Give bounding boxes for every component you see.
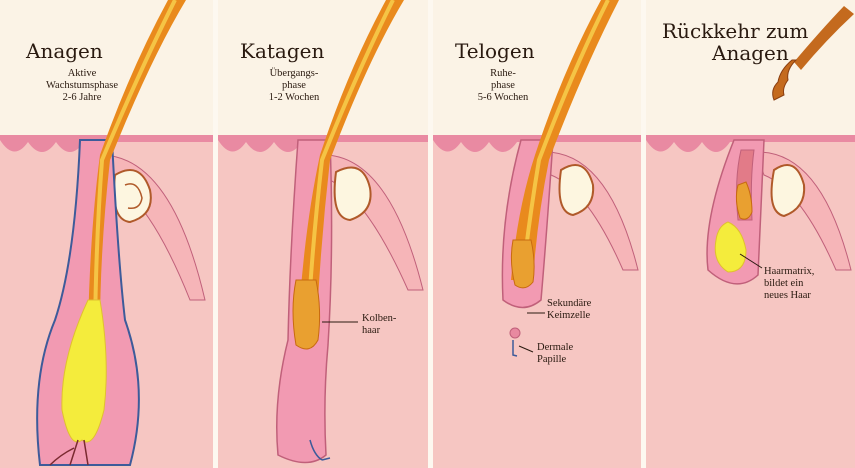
haarmatrix-label-line: bildet ein: [764, 278, 814, 290]
haarmatrix-label-line: neues Haar: [764, 290, 814, 302]
haarmatrix-label: Haarmatrix, bildet ein neues Haar: [764, 266, 814, 302]
katagen-subtitle-line: phase: [254, 80, 334, 92]
dermale-papille-label-line: Dermale: [537, 342, 573, 354]
anagen-subtitle-line: 2-6 Jahre: [42, 92, 122, 104]
telogen-subtitle-line: 5-6 Wochen: [463, 92, 543, 104]
anagen-subtitle-line: Wachstumsphase: [42, 80, 122, 92]
telogen-subtitle: Ruhe- phase 5-6 Wochen: [463, 68, 543, 104]
panel-rueckkehr: Rückkehr zum Anagen Haarmatrix, bildet e…: [646, 0, 855, 468]
kolbenhaar-label: Kolben- haar: [362, 313, 396, 337]
sekundaere-keimzelle-label-line: Keimzelle: [547, 310, 591, 322]
katagen-title: Katagen: [240, 40, 324, 62]
katagen-subtitle-line: Übergangs-: [254, 68, 334, 80]
panel-anagen: Anagen Aktive Wachstumsphase 2-6 Jahre: [0, 0, 213, 468]
rueckkehr-title-line: Rückkehr zum: [662, 20, 808, 42]
anagen-subtitle: Aktive Wachstumsphase 2-6 Jahre: [42, 68, 122, 104]
katagen-subtitle-line: 1-2 Wochen: [254, 92, 334, 104]
telogen-subtitle-line: phase: [463, 80, 543, 92]
rueckkehr-title: Rückkehr zum Anagen: [662, 20, 808, 64]
haarmatrix-label-line: Haarmatrix,: [764, 266, 814, 278]
anagen-subtitle-line: Aktive: [42, 68, 122, 80]
dermale-papille-label: Dermale Papille: [537, 342, 573, 366]
panel-telogen: Telogen Ruhe- phase 5-6 Wochen Sekundäre…: [433, 0, 641, 468]
kolbenhaar-label-line: haar: [362, 325, 396, 337]
telogen-title: Telogen: [455, 40, 535, 62]
sekundaere-keimzelle-label: Sekundäre Keimzelle: [547, 298, 591, 322]
rueckkehr-title-line: Anagen: [712, 42, 855, 64]
anagen-title: Anagen: [26, 40, 103, 62]
kolbenhaar-label-line: Kolben-: [362, 313, 396, 325]
katagen-subtitle: Übergangs- phase 1-2 Wochen: [254, 68, 334, 104]
telogen-subtitle-line: Ruhe-: [463, 68, 543, 80]
rueckkehr-illustration: [646, 0, 855, 468]
sekundaere-keimzelle-label-line: Sekundäre: [547, 298, 591, 310]
dermale-papille-label-line: Papille: [537, 354, 573, 366]
panel-katagen: Katagen Übergangs- phase 1-2 Wochen Kolb…: [218, 0, 428, 468]
